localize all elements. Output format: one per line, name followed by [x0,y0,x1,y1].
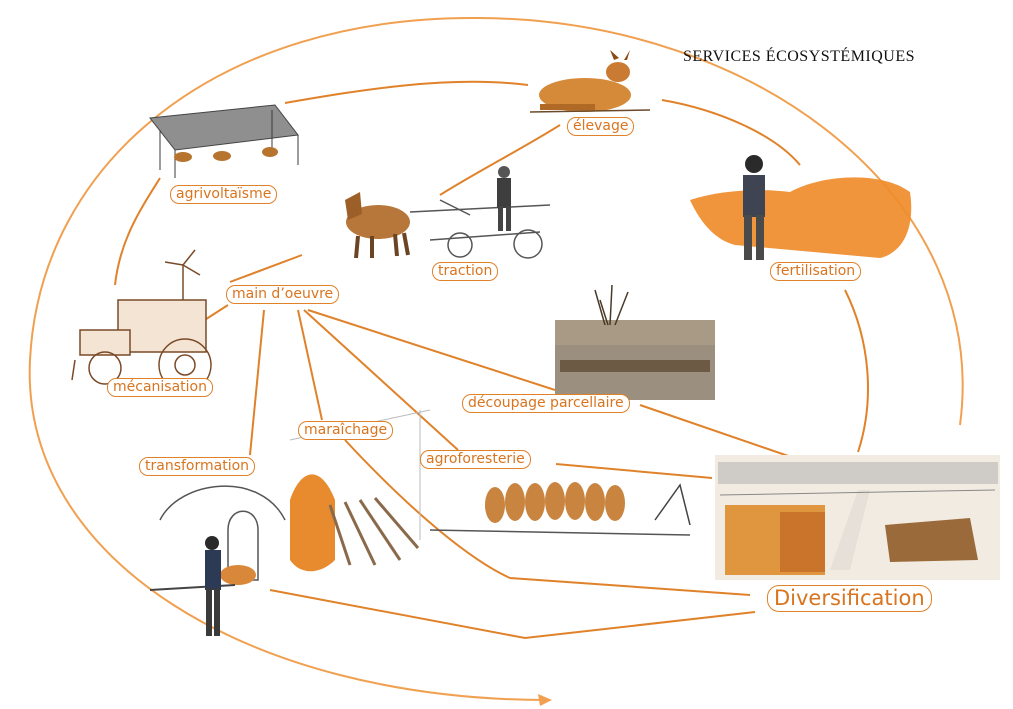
fertilisation-field-illustration [690,155,912,260]
cow-illustration [529,50,651,113]
diversification-landscape-illustration [715,455,1000,580]
connection-lines [114,80,869,640]
agrivoltaic-shelter-illustration [149,104,299,178]
label-decoupage-parcellaire: découpage parcellaire [462,394,630,413]
label-traction: traction [432,262,499,281]
outer-cycle-arrow [28,16,964,701]
label-main-doeuvre: main d’oeuvre [226,285,340,304]
agroforestry-illustration [429,482,691,536]
workshop-illustration [149,485,286,636]
label-transformation: transformation [139,457,256,476]
horse-plough-illustration [345,166,551,259]
label-elevage: élevage [567,117,635,136]
label-diversification: Diversification [767,585,932,612]
outer-cycle-arrowhead [538,694,552,706]
label-fertilisation: fertilisation [770,262,862,281]
label-agrivoltaisme: agrivoltaïsme [170,185,278,204]
label-agroforesterie: agroforesterie [420,450,531,469]
diagram-title: SERVICES ÉCOSYSTÉMIQUES [683,48,916,65]
tractor-illustration [71,249,212,392]
label-mecanisation: mécanisation [107,378,213,397]
hedge-plot-illustration [555,284,715,400]
label-maraichage: maraîchage [298,421,394,440]
